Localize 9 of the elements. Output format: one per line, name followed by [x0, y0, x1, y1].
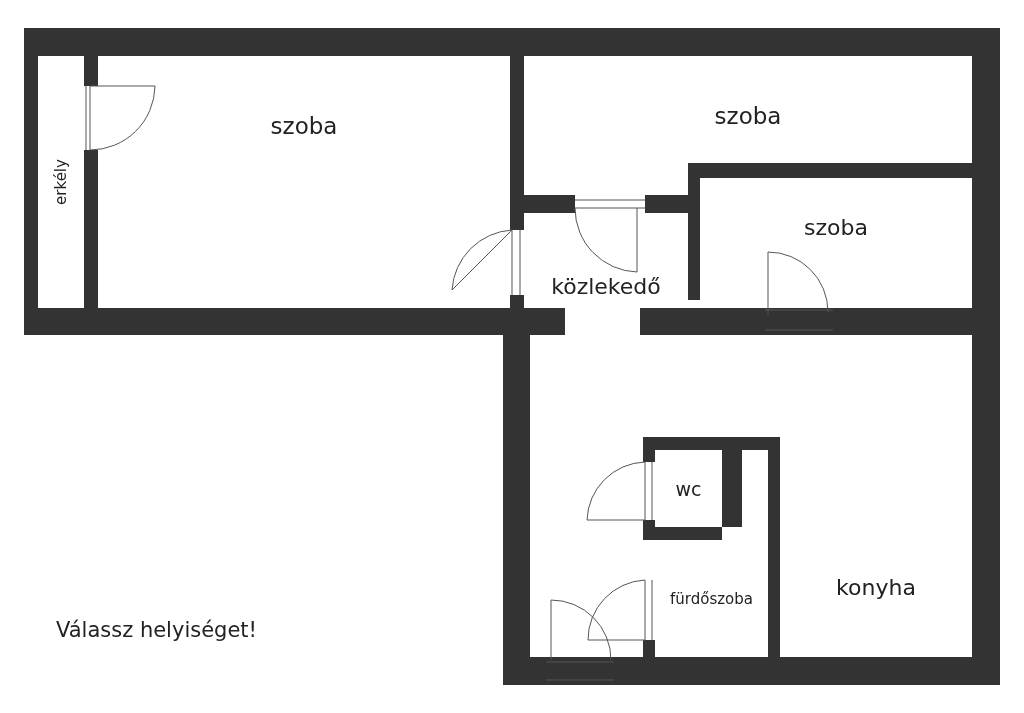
room-name: szoba — [270, 113, 338, 139]
room-name: közlekedő — [551, 274, 661, 299]
room-name: szoba — [804, 214, 868, 240]
room-name: wc — [675, 477, 702, 500]
room-name: szoba — [714, 102, 782, 129]
room-name: konyha — [836, 575, 916, 600]
instruction-text: Válassz helyiséget! — [56, 618, 257, 642]
room-name: fürdőszoba — [670, 589, 753, 608]
room-name: erkély — [52, 159, 70, 205]
